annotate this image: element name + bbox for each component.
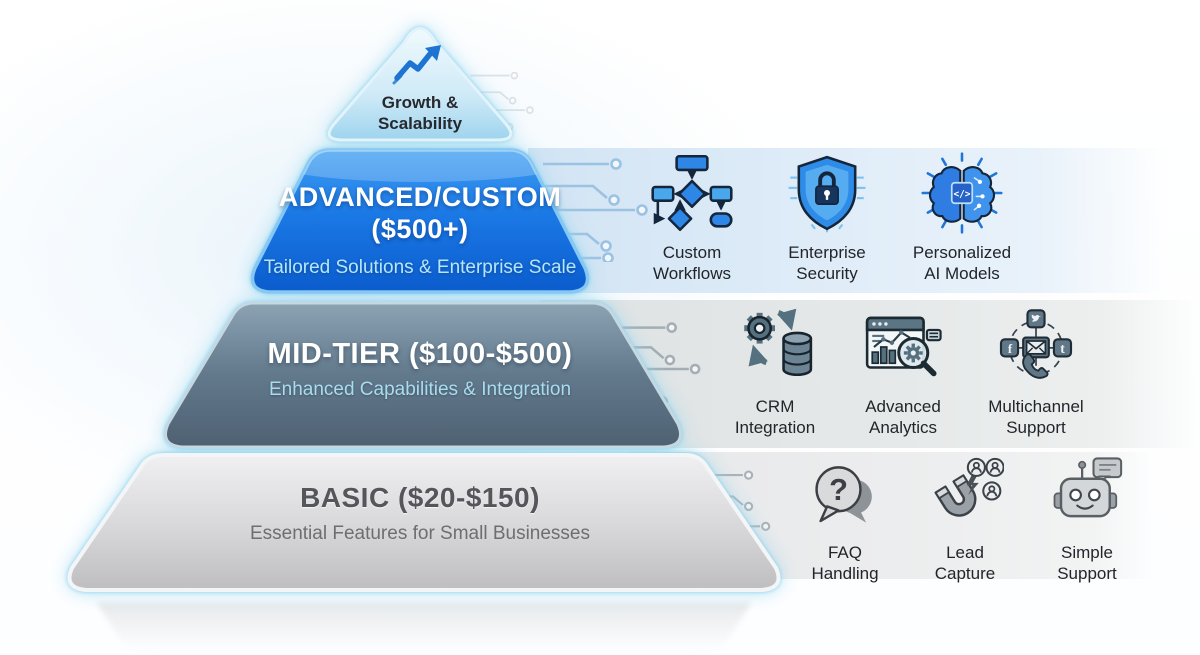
lead-capture-icon <box>926 456 1005 534</box>
tier-mid-subtitle: Enhanced Capabilities & Integration <box>268 379 572 400</box>
feature-label: CRM Integration <box>734 397 816 438</box>
feature-custom-workflows: Custom Workflows <box>617 152 767 284</box>
tier-basic-text: BASIC ($20-$150) Essential Features for … <box>205 482 635 545</box>
feature-lead-capture: Lead Capture <box>890 456 1040 584</box>
feature-label: Multichannel Support <box>988 397 1084 438</box>
feature-label: Lead Capture <box>934 543 996 584</box>
feature-crm-integration: CRM Integration <box>700 306 850 438</box>
svg-text:?: ? <box>829 472 848 507</box>
feature-faq-handling: ? FAQ Handling <box>770 456 920 584</box>
svg-text:t: t <box>1060 341 1065 356</box>
svg-text:</>: </> <box>954 189 971 200</box>
apex-tier: Growth & Scalability <box>345 40 495 134</box>
tier-advanced-title: ADVANCED/CUSTOM ($500+) <box>240 182 600 246</box>
faq-handling-icon: ? <box>806 456 884 534</box>
multichannel-support-icon: f t <box>995 306 1077 388</box>
tier-mid-text: MID-TIER ($100-$500) Enhanced Capabiliti… <box>210 338 630 401</box>
enterprise-security-icon <box>786 152 868 234</box>
feature-multichannel-support: f t Multichannel Support <box>961 306 1111 438</box>
tier-advanced-text: ADVANCED/CUSTOM ($500+) Tailored Solutio… <box>240 182 600 279</box>
feature-label: Custom Workflows <box>652 243 732 284</box>
apex-label: Growth & Scalability <box>345 93 495 134</box>
simple-support-icon <box>1048 456 1126 534</box>
apex-label-line2: Scalability <box>377 113 463 133</box>
growth-arrow-icon <box>392 40 448 86</box>
pyramid-reflection <box>96 602 752 650</box>
crm-integration-icon <box>734 306 816 388</box>
tier-basic-subtitle: Essential Features for Small Businesses <box>249 523 591 544</box>
feature-label: Simple Support <box>1057 543 1117 584</box>
feature-advanced-analytics: Advanced Analytics <box>828 306 978 438</box>
feature-label: FAQ Handling <box>811 543 879 584</box>
tier-basic-title: BASIC ($20-$150) <box>300 482 540 513</box>
feature-label: Advanced Analytics <box>865 397 941 438</box>
advanced-analytics-icon <box>862 306 944 388</box>
feature-label: Enterprise Security <box>788 243 866 284</box>
tier-advanced-subtitle: Tailored Solutions & Enterprise Scale <box>263 256 577 278</box>
feature-simple-support: Simple Support <box>1012 456 1162 584</box>
apex-label-line1: Growth & <box>381 93 459 112</box>
feature-personalized-ai: </> Personalized AI Models <box>887 152 1037 284</box>
feature-enterprise-security: Enterprise Security <box>752 152 902 284</box>
tier-advanced-title-line2: ($500+) <box>371 213 469 244</box>
svg-text:f: f <box>1008 342 1013 356</box>
custom-workflows-icon <box>651 152 733 234</box>
personalized-ai-icon: </> <box>921 152 1003 234</box>
tier-mid-title: MID-TIER ($100-$500) <box>267 338 573 370</box>
feature-label: Personalized AI Models <box>912 243 1012 284</box>
tier-advanced-title-line1: ADVANCED/CUSTOM <box>278 182 562 212</box>
